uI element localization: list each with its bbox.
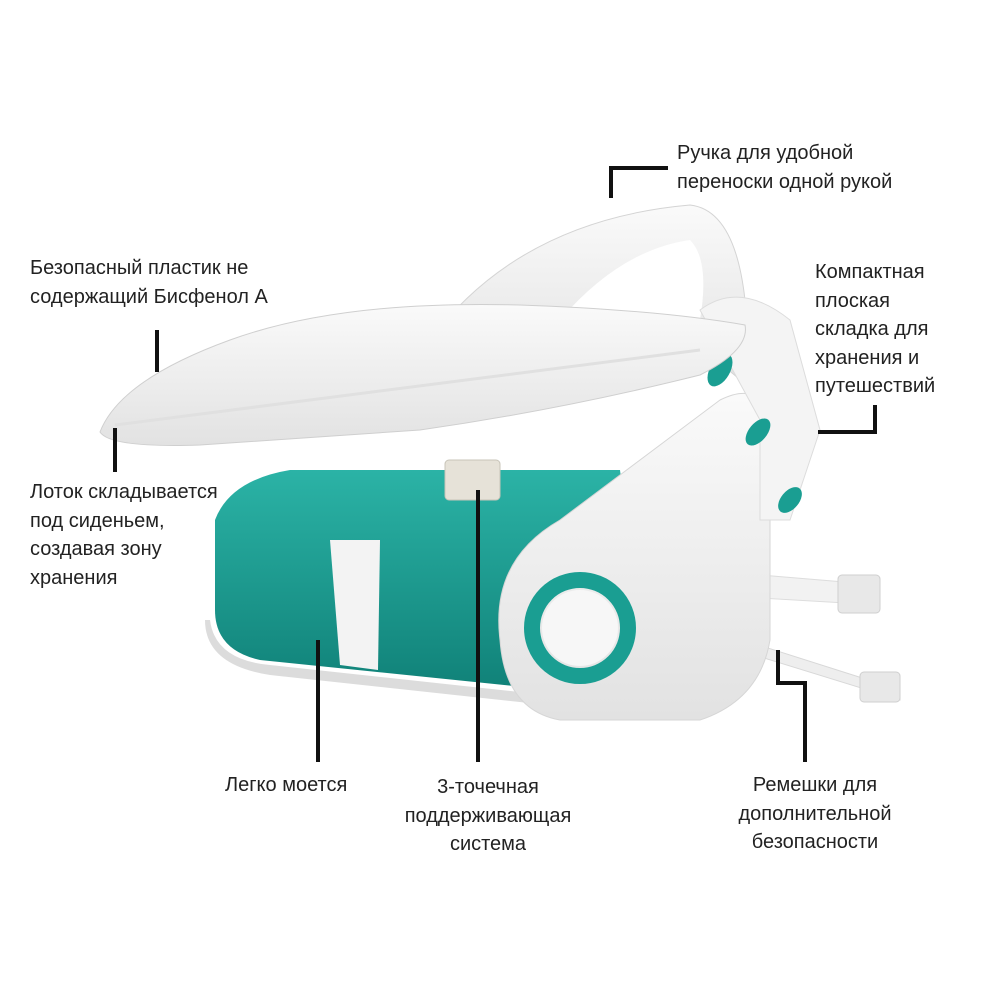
callout-leaders bbox=[113, 166, 877, 762]
callout-wash: Легко моется bbox=[225, 771, 347, 800]
callout-line: Ручка для удобной bbox=[677, 142, 854, 164]
callout-line: Безопасный пластик не bbox=[30, 257, 249, 279]
callout-line: создавая зону bbox=[30, 538, 162, 560]
callout-line: переноски одной рукой bbox=[677, 170, 893, 193]
callout-harness: 3-точечная поддерживающая система bbox=[378, 773, 598, 859]
callout-line: складка для bbox=[815, 318, 929, 340]
callout-line: система bbox=[449, 833, 527, 855]
callout-line: хранения bbox=[30, 566, 118, 589]
callout-line: безопасности bbox=[751, 831, 879, 853]
callout-line: плоская bbox=[815, 289, 890, 312]
callout-line: 3-точечная bbox=[437, 776, 539, 798]
buckle-icon bbox=[837, 574, 881, 614]
callout-tray: Лоток складывается под сиденьем, создава… bbox=[30, 478, 218, 592]
callout-handle: Ручка для удобной переноски одной рукой bbox=[677, 139, 892, 196]
harness-buckle bbox=[444, 459, 501, 501]
callout-line: путешествий bbox=[815, 375, 936, 397]
callout-line: Ремешки для bbox=[752, 774, 878, 796]
callout-line: содержащий Бисфенол А bbox=[30, 285, 268, 308]
callout-straps: Ремешки для дополнительной безопасности bbox=[715, 771, 915, 857]
callout-line: Компактная bbox=[815, 261, 925, 283]
tray bbox=[99, 303, 746, 446]
callout-line: Легко моется bbox=[225, 774, 348, 796]
callout-line: дополнительной bbox=[738, 802, 892, 825]
callout-fold: Компактная плоская складка для хранения … bbox=[815, 258, 935, 401]
callout-line: поддерживающая bbox=[404, 804, 572, 827]
side-frame bbox=[498, 392, 771, 721]
side-dial bbox=[524, 572, 636, 684]
callout-plastic: Безопасный пластик не содержащий Бисфено… bbox=[30, 254, 268, 311]
callout-line: Лоток складывается bbox=[30, 481, 218, 503]
callout-line: хранения и bbox=[815, 346, 920, 369]
callout-line: под сиденьем, bbox=[30, 509, 165, 532]
